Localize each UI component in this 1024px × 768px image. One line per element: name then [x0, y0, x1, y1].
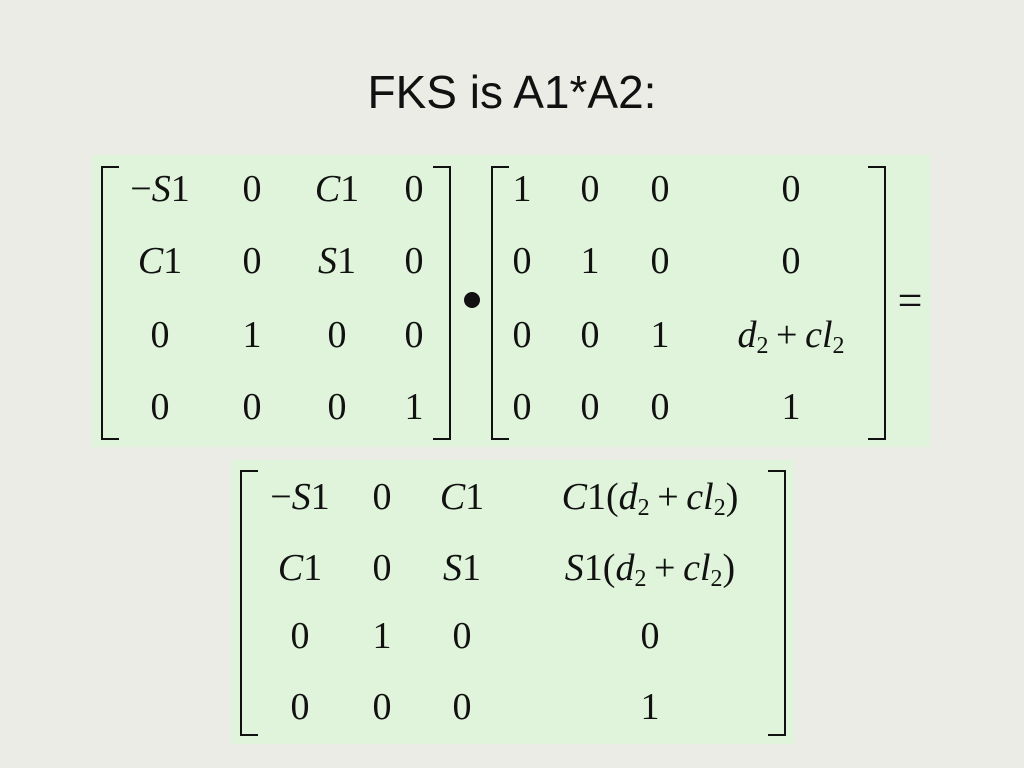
matrix-a1-left-bracket — [101, 166, 119, 440]
result-cell-r2c4: S1(d2 + cl2) — [564, 547, 736, 592]
result-cell-r3c1: 0 — [290, 615, 310, 657]
equation-panel-top — [92, 155, 930, 447]
result-cell-r2c3: S1 — [443, 547, 481, 589]
matrix-a2-cell-r4c3: 0 — [650, 386, 670, 428]
matrix-a1-cell-r4c3: 0 — [327, 386, 347, 428]
result-cell-r4c1: 0 — [290, 686, 310, 728]
matrix-a1-cell-r3c3: 0 — [327, 314, 347, 356]
equation-panel-bottom — [231, 460, 794, 744]
matrix-a2-cell-r3c4: d2 + cl2 — [737, 314, 845, 359]
result-cell-r2c2: 0 — [372, 547, 392, 589]
result-cell-r4c2: 0 — [372, 686, 392, 728]
matrix-a2-cell-r1c1: 1 — [512, 168, 532, 210]
result-cell-r3c2: 1 — [372, 615, 392, 657]
matrix-a2-cell-r3c2: 0 — [580, 314, 600, 356]
result-cell-r4c3: 0 — [452, 686, 472, 728]
result-cell-r2c1: C1 — [277, 547, 323, 589]
slide-title: FKS is A1*A2: — [367, 66, 657, 118]
result-cell-r3c3: 0 — [452, 615, 472, 657]
matrix-a1-cell-r3c4: 0 — [404, 314, 424, 356]
matrix-a2-cell-r2c4: 0 — [781, 240, 801, 282]
matrix-a1-right-bracket — [433, 166, 451, 440]
matrix-a2-cell-r2c2: 1 — [580, 240, 600, 282]
matrix-a2-cell-r1c3: 0 — [650, 168, 670, 210]
matrix-a2-cell-r4c4: 1 — [781, 386, 801, 428]
matrix-a2-right-bracket — [868, 166, 886, 440]
matrix-a1-cell-r1c1: −S1 — [130, 168, 190, 210]
matrix-a1-cell-r4c2: 0 — [242, 386, 262, 428]
result-cell-r1c3: C1 — [439, 476, 485, 518]
matrix-a1-cell-r3c2: 1 — [242, 314, 262, 356]
matrix-a1-cell-r1c4: 0 — [404, 168, 424, 210]
matrix-a2-cell-r4c1: 0 — [512, 386, 532, 428]
matrix-a1-cell-r2c3: S1 — [318, 240, 356, 282]
matrix-a1-cell-r2c2: 0 — [242, 240, 262, 282]
result-right-bracket — [768, 470, 786, 736]
matrix-a1-cell-r2c4: 0 — [404, 240, 424, 282]
result-cell-r4c4: 1 — [640, 686, 660, 728]
result-cell-r1c1: −S1 — [270, 476, 330, 518]
matrix-a1-cell-r2c1: C1 — [137, 240, 183, 282]
matrix-a1-cell-r4c4: 1 — [404, 386, 424, 428]
equals-operator: = — [897, 276, 923, 325]
result-cell-r1c2: 0 — [372, 476, 392, 518]
matrix-a2-cell-r2c1: 0 — [512, 240, 532, 282]
matrix-a2-cell-r3c1: 0 — [512, 314, 532, 356]
matrix-a2-left-bracket — [491, 166, 509, 440]
matrix-a2-cell-r4c2: 0 — [580, 386, 600, 428]
matrix-a2-cell-r1c4: 0 — [781, 168, 801, 210]
matrix-a1-cell-r1c3: C1 — [314, 168, 360, 210]
multiply-operator — [464, 292, 480, 308]
result-left-bracket — [240, 470, 258, 736]
result-cell-r3c4: 0 — [640, 615, 660, 657]
matrix-a2-cell-r1c2: 0 — [580, 168, 600, 210]
matrix-a2-cell-r2c3: 0 — [650, 240, 670, 282]
matrix-a1-cell-r3c1: 0 — [150, 314, 170, 356]
matrix-a2-cell-r3c3: 1 — [650, 314, 670, 356]
result-cell-r1c4: C1(d2 + cl2) — [561, 476, 739, 521]
matrix-a1-cell-r4c1: 0 — [150, 386, 170, 428]
matrix-a1-cell-r1c2: 0 — [242, 168, 262, 210]
